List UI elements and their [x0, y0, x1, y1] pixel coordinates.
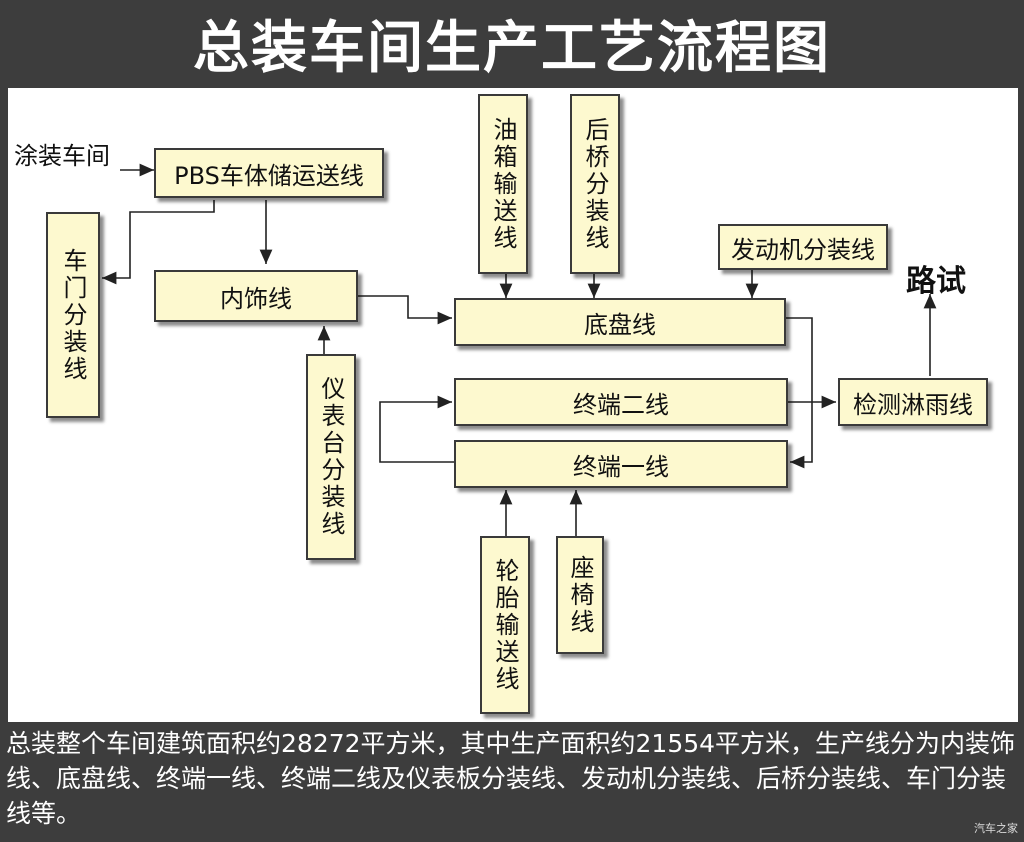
node-engine-subline-label: 发动机分装线 — [731, 235, 875, 264]
node-seat-line: 座椅线 — [556, 536, 604, 654]
node-rear-axle-subline-label: 后桥分装线 — [581, 116, 609, 252]
node-tire-conveyor-label: 轮胎输送线 — [491, 557, 519, 693]
arrow-chassis-final1 — [786, 317, 813, 469]
node-fuel-tank-line-label: 油箱输送线 — [489, 116, 517, 252]
arrow-trim-chassis — [358, 295, 452, 325]
arrow-pbs-door — [102, 200, 215, 285]
node-inspection-rain-line: 检测淋雨线 — [838, 378, 988, 426]
caption-text: 总装整个车间建筑面积约28272平方米，其中生产面积约21554平方米，生产线分… — [6, 729, 1016, 828]
node-final-line-2: 终端二线 — [454, 378, 788, 426]
node-tire-conveyor: 轮胎输送线 — [480, 536, 530, 714]
node-chassis-line-label: 底盘线 — [584, 310, 656, 339]
node-road-test: 路试 — [906, 264, 966, 299]
node-door-subline-label: 车门分装线 — [59, 247, 87, 383]
node-seat-line-label: 座椅线 — [566, 554, 594, 636]
node-trim-line-label: 内饰线 — [220, 284, 292, 313]
node-dashboard-subline: 仪表台分装线 — [306, 354, 356, 560]
node-trim-line: 内饰线 — [154, 270, 358, 322]
source-label-paint-shop: 涂装车间 — [14, 142, 110, 170]
page-title: 总装车间生产工艺流程图 — [193, 15, 831, 81]
node-door-subline: 车门分装线 — [46, 212, 100, 418]
node-final-line-2-label: 终端二线 — [573, 390, 669, 419]
node-rear-axle-subline: 后桥分装线 — [570, 94, 620, 274]
connector-arrows — [102, 163, 937, 536]
node-chassis-line: 底盘线 — [454, 298, 786, 346]
node-inspection-rain-line-label: 检测淋雨线 — [853, 390, 973, 419]
node-dashboard-subline-label: 仪表台分装线 — [317, 376, 345, 538]
node-fuel-tank-line: 油箱输送线 — [478, 94, 528, 274]
node-pbs-line-label: PBS车体储运送线 — [174, 161, 364, 190]
node-pbs-line: PBS车体储运送线 — [154, 148, 384, 198]
node-final-line-1: 终端一线 — [454, 440, 788, 488]
node-final-line-1-label: 终端一线 — [573, 452, 669, 481]
arrow-final1-final2 — [379, 395, 454, 463]
flow-diagram: 涂装车间 PBS车体储运送线 车门分装线 内饰线 仪表台分装线 油箱输送线 后桥… — [8, 88, 1018, 722]
watermark-brand: 汽车之家 — [974, 822, 1018, 835]
node-engine-subline: 发动机分装线 — [718, 224, 888, 270]
